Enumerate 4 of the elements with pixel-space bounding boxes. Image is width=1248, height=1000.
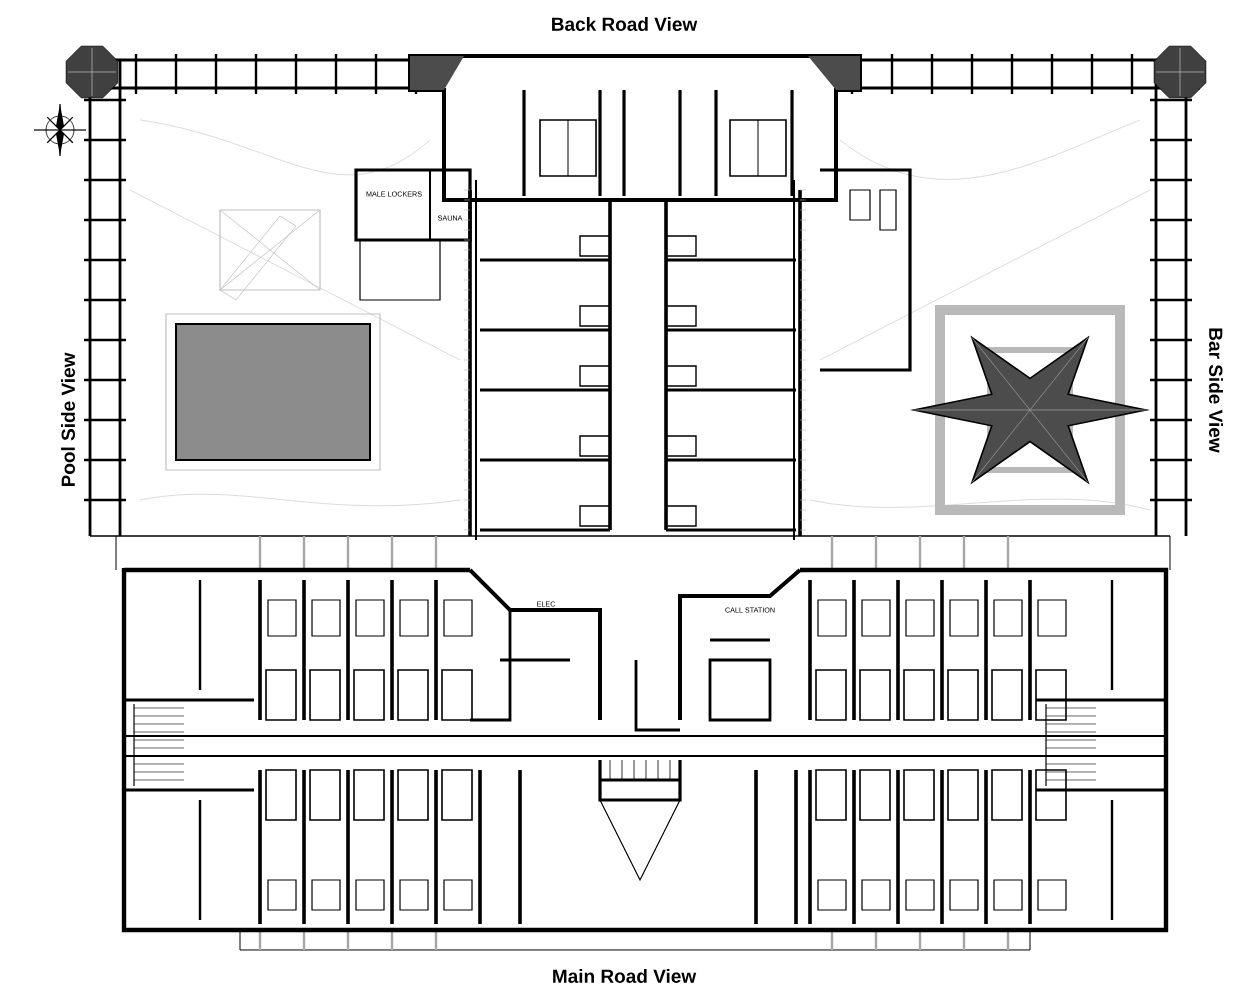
view-label: Bar Side View	[1209, 328, 1223, 453]
view-label: Main Road View	[553, 969, 697, 983]
view-label: Back Road View	[552, 17, 698, 31]
view-label: Pool Side View	[61, 352, 75, 487]
